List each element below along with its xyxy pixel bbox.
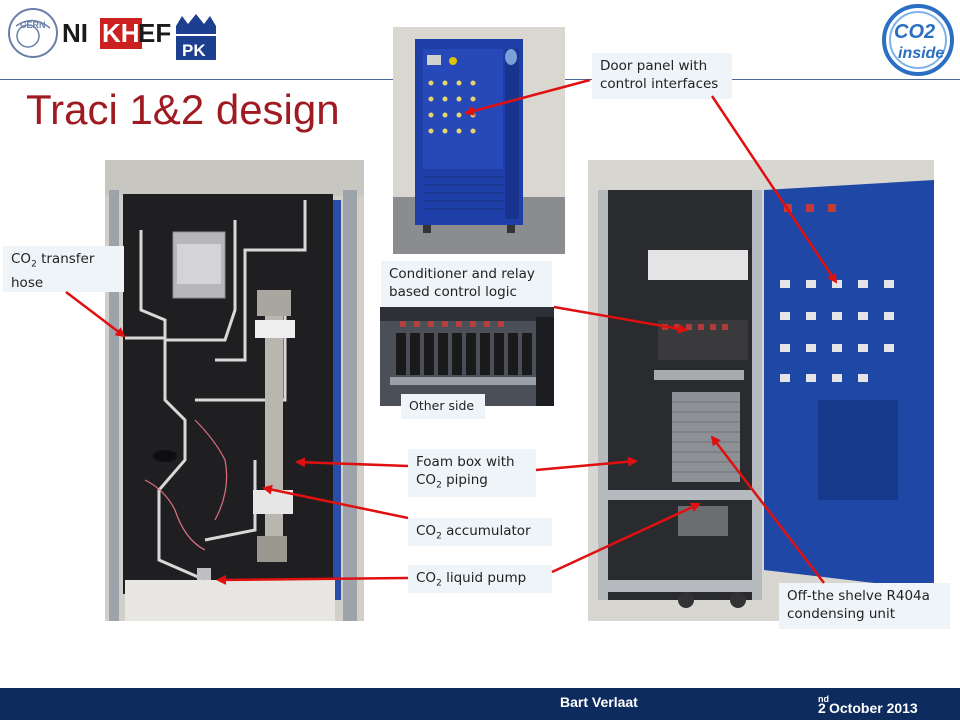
- co2-subscript: 2: [436, 480, 442, 491]
- callout-door-panel-line1: Door panel with: [600, 58, 708, 74]
- callout-co2-transfer-line1: CO2 transfer: [11, 250, 116, 274]
- callout-co2-liquid-pump: CO2 liquid pump: [408, 565, 552, 593]
- accum-rest: accumulator: [441, 523, 531, 539]
- nikhef-logo-kh: KH: [100, 18, 142, 49]
- foam-rest: piping: [441, 472, 488, 488]
- pk-logo-icon: PK: [176, 14, 216, 60]
- pk-logo-text: PK: [182, 41, 206, 60]
- slide-title: Traci 1&2 design: [26, 86, 340, 133]
- callout-foam-line2: CO2 piping: [416, 471, 528, 495]
- callout-foam-line1: Foam box with: [416, 454, 515, 470]
- footer-date-num: 2: [818, 700, 826, 716]
- co2-prefix: CO: [416, 472, 437, 488]
- callout-co2-transfer-line2: hose: [11, 274, 44, 291]
- callout-offshelf-line1: Off-the shelve R404a: [787, 588, 930, 604]
- callout-co2-accumulator: CO2 accumulator: [408, 518, 552, 546]
- callout-offshelf-line2: condensing unit: [787, 606, 896, 622]
- co2-prefix: CO: [11, 251, 32, 267]
- callout-door-panel-line2: control interfaces: [600, 76, 719, 92]
- cern-logo-text: CERN: [20, 20, 46, 30]
- co2-subscript: 2: [436, 578, 442, 589]
- callout-foam-box: Foam box with CO2 piping: [408, 449, 536, 497]
- pump-rest: liquid pump: [441, 570, 527, 586]
- callout-conditioner: Conditioner and relay based control logi…: [381, 261, 552, 307]
- co2-panel-photo: [105, 160, 364, 621]
- cabinet-exterior-photo: [393, 27, 565, 254]
- co2-prefix: CO: [416, 570, 437, 586]
- co2-transfer-rest: transfer: [36, 251, 95, 267]
- callout-other-side: Other side: [401, 394, 485, 419]
- inside-logo-text: inside: [898, 45, 944, 62]
- open-cabinet-photo: [588, 160, 934, 621]
- footer-date-sup: nd: [818, 694, 829, 704]
- co2-prefix: CO: [416, 523, 437, 539]
- nikhef-logo-part2: EF: [138, 18, 172, 48]
- co2-inside-logo-icon: CO2 inside: [882, 4, 954, 76]
- co2-logo-text: CO2: [894, 21, 935, 43]
- co2-subscript: 2: [31, 259, 37, 270]
- nikhef-logo-part1: NI: [62, 18, 88, 48]
- cern-logo-icon: CERN: [8, 8, 58, 58]
- relay-logic-photo: [380, 307, 554, 406]
- footer-date-rest: October 2013: [829, 700, 918, 716]
- callout-conditioner-line1: Conditioner and relay: [389, 266, 535, 282]
- callout-door-panel: Door panel with control interfaces: [592, 53, 732, 99]
- callout-co2-transfer-hose: CO2 transfer hose: [3, 246, 124, 292]
- callout-off-the-shelve: Off-the shelve R404a condensing unit: [779, 583, 950, 629]
- callout-conditioner-line2: based control logic: [389, 284, 517, 300]
- footer-author: Bart Verlaat: [560, 694, 638, 710]
- co2-subscript: 2: [436, 531, 442, 542]
